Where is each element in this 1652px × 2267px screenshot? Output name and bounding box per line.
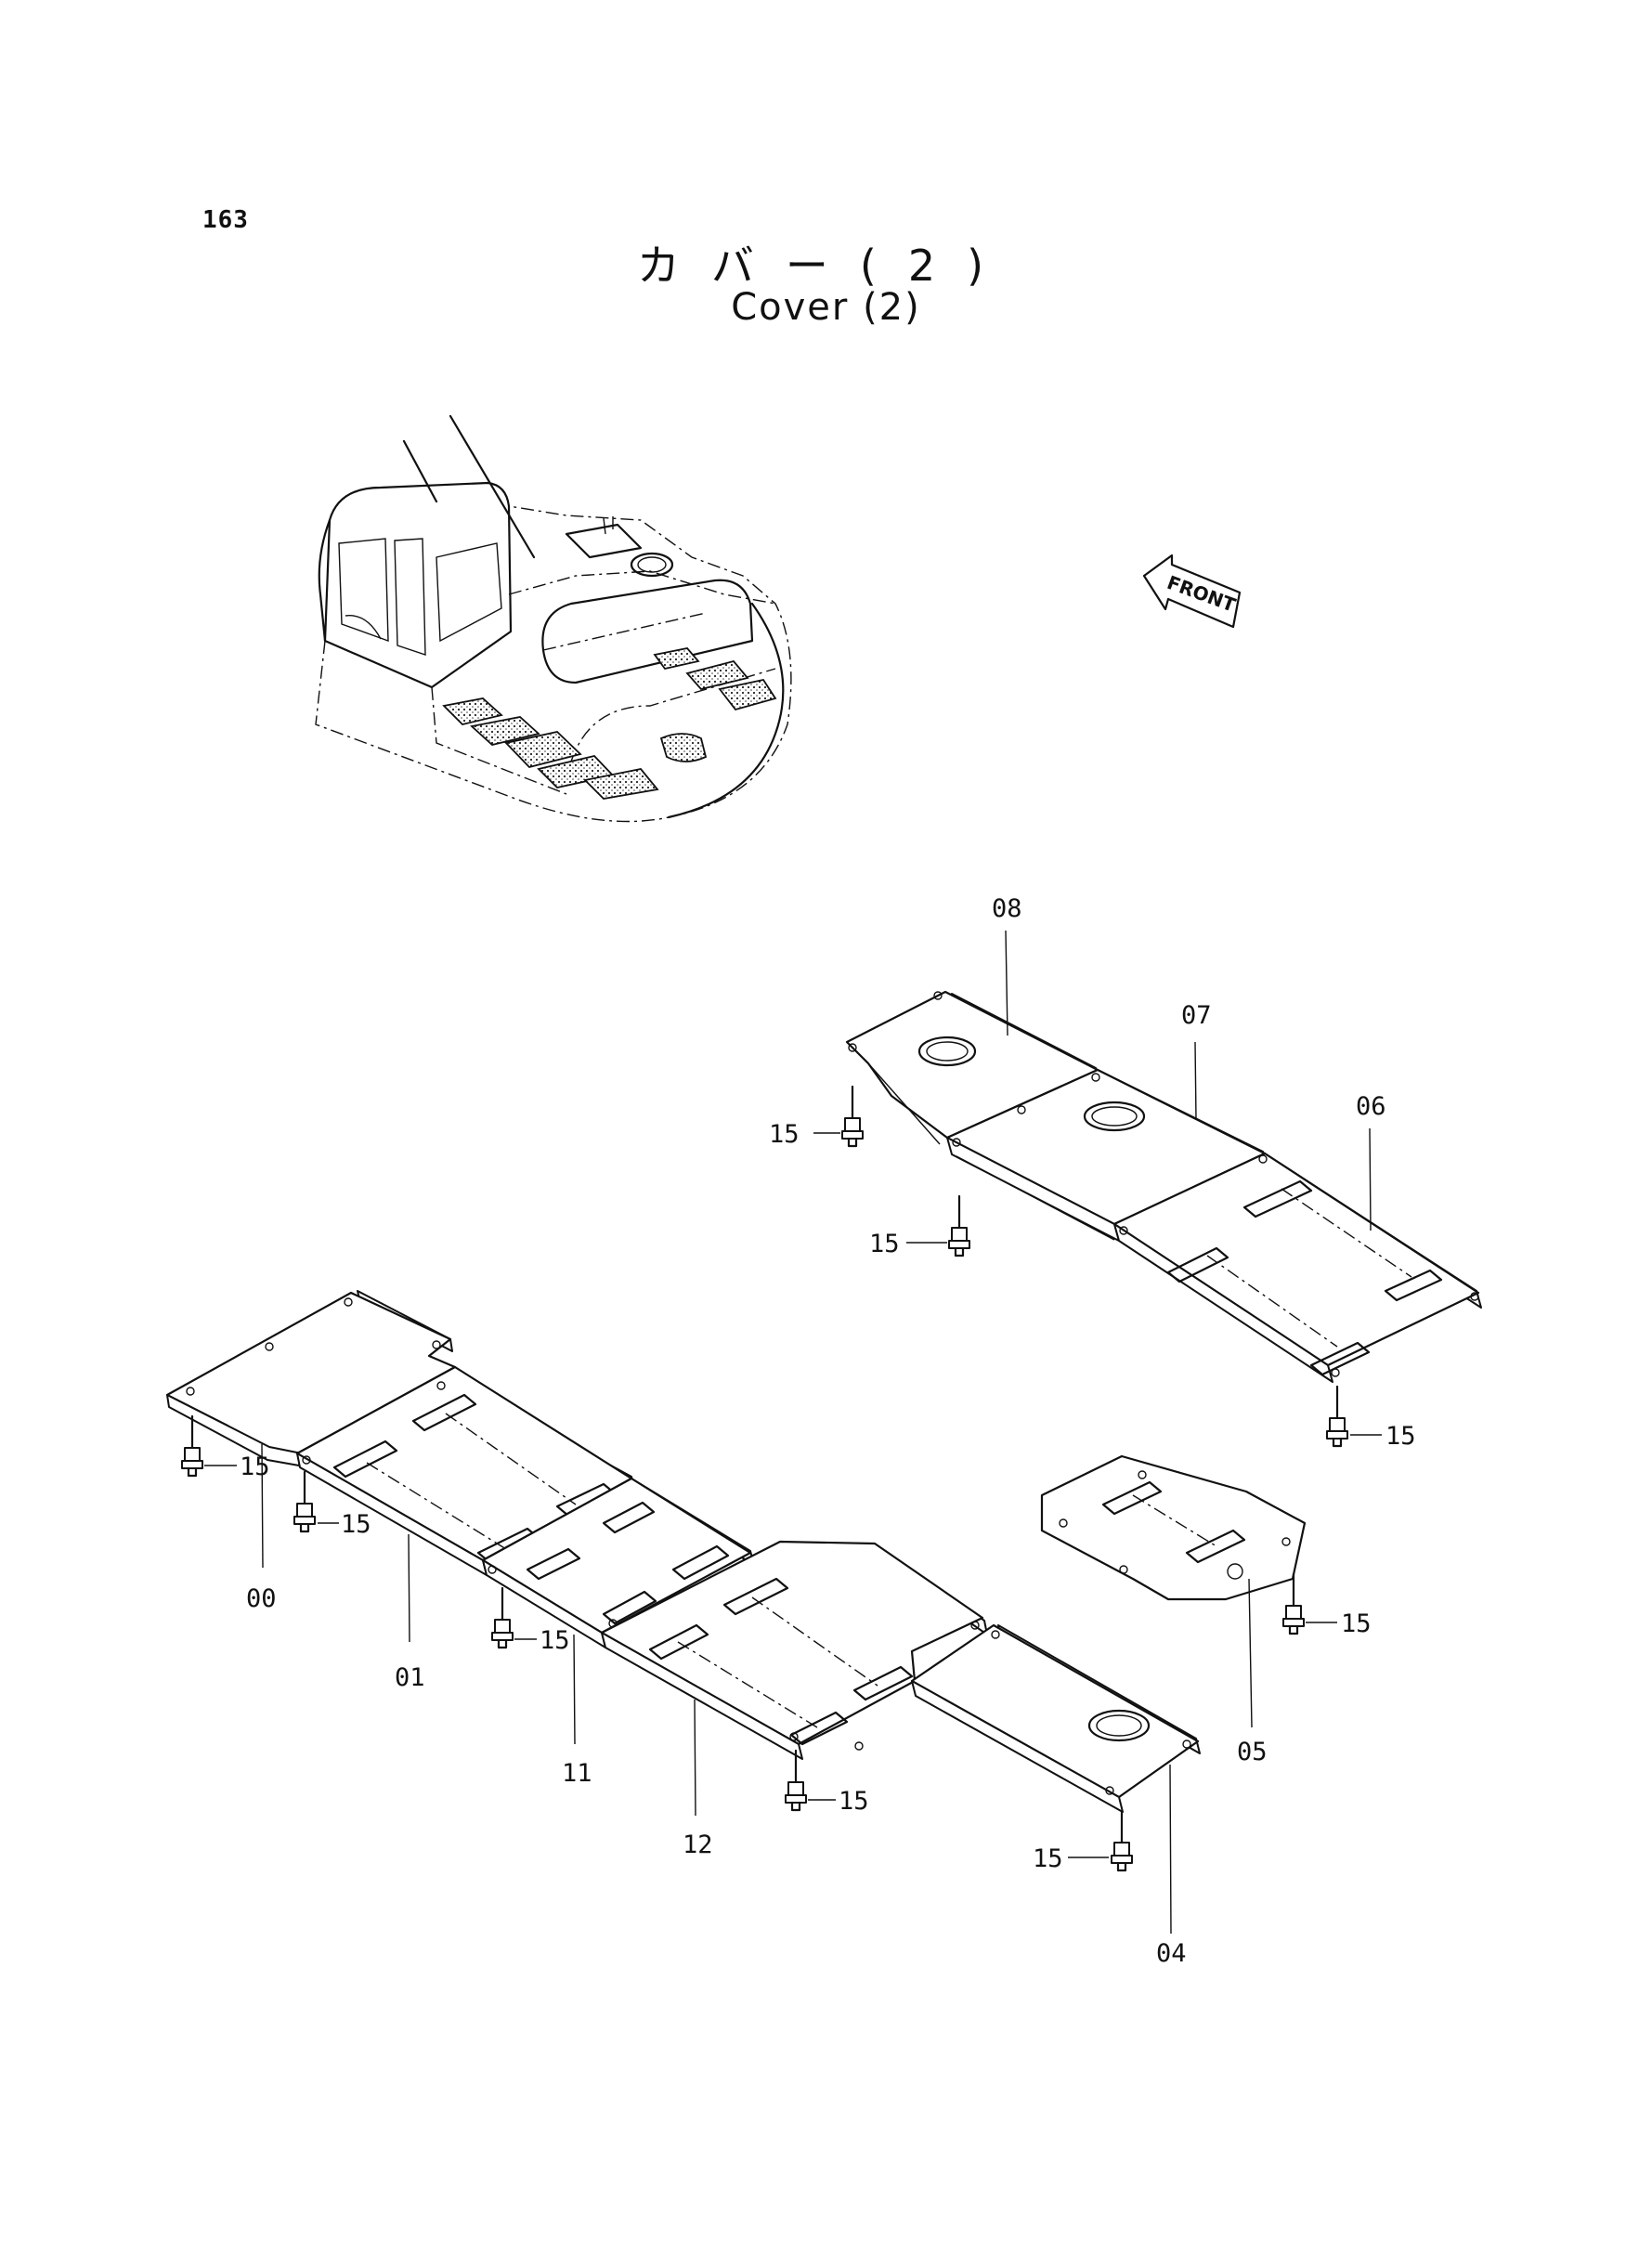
callout-07: 07: [1181, 1001, 1212, 1030]
callout-15-a: 15: [769, 1120, 800, 1149]
callout-06: 06: [1356, 1092, 1386, 1121]
page-title-english: Cover (2): [731, 286, 921, 329]
callout-08: 08: [992, 894, 1022, 923]
callout-15-h: 15: [1033, 1844, 1063, 1873]
lower-cover-assembly: [165, 1290, 1201, 1813]
callout-15-g: 15: [839, 1787, 869, 1816]
callout-15-d: 15: [240, 1453, 270, 1481]
page-number: 163: [202, 206, 249, 234]
callout-15-e: 15: [341, 1510, 371, 1539]
callout-15-i: 15: [1341, 1609, 1372, 1638]
callout-11: 11: [562, 1759, 592, 1788]
cover-plate-05: [1040, 1454, 1307, 1601]
callout-04: 04: [1156, 1939, 1187, 1968]
callout-15-b: 15: [869, 1230, 900, 1258]
callout-15-f: 15: [540, 1626, 570, 1655]
bolt-15-markers: [181, 1085, 1348, 1872]
upper-cover-assembly: [845, 990, 1482, 1383]
callout-00: 00: [246, 1584, 277, 1613]
callout-01: 01: [395, 1663, 425, 1692]
front-direction-arrow: FRONT: [1142, 554, 1242, 629]
part-callouts: 08 07 06 00 01 11 12 04 05 15 15 15 15 1…: [240, 894, 1416, 1968]
leader-lines: [204, 930, 1382, 1935]
page-title-japanese: カバー(2): [636, 241, 1016, 291]
callout-12: 12: [683, 1831, 713, 1859]
excavator-overview-illustration: [315, 414, 792, 823]
callout-05: 05: [1237, 1738, 1268, 1766]
callout-15-c: 15: [1385, 1422, 1416, 1451]
